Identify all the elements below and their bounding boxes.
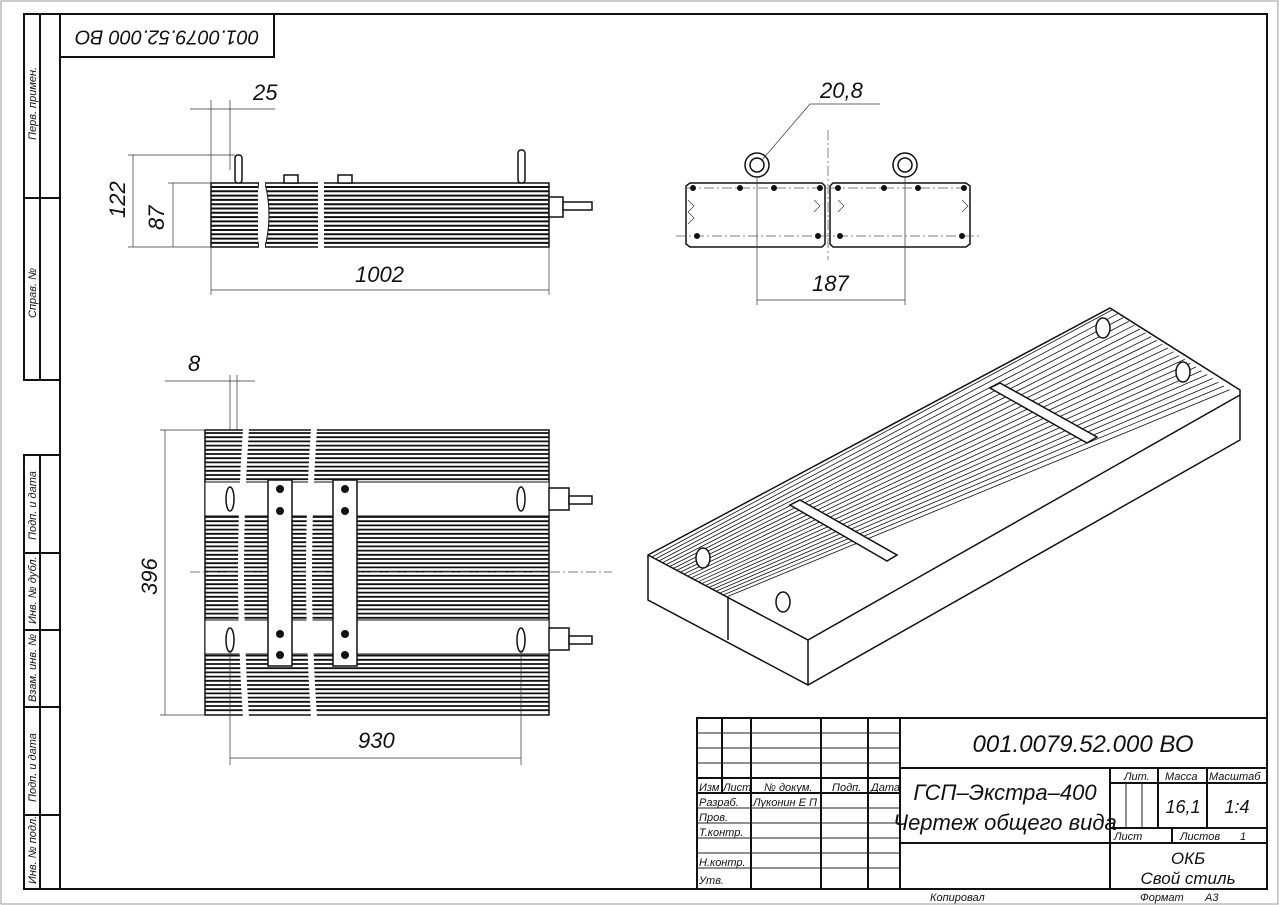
side-dimensions: 187 20,8 xyxy=(756,78,906,305)
format-value: А3 xyxy=(1204,892,1219,904)
role-checker: Пров. xyxy=(699,812,728,824)
role-developer: Разраб. xyxy=(699,797,739,809)
stamp-label: Взам. инв. № xyxy=(27,634,39,702)
eye-bolt xyxy=(234,154,243,184)
front-view xyxy=(210,149,593,250)
org-line2: Свой стиль xyxy=(1140,869,1235,888)
rib-line xyxy=(709,370,1202,588)
mass-value: 16,1 xyxy=(1165,797,1200,817)
dim-bolt-offset: 25 xyxy=(252,80,278,105)
rib-line xyxy=(669,328,1141,567)
rib-line xyxy=(716,378,1213,592)
product-name: ГСП–Экстра–400 xyxy=(913,780,1097,805)
role-norm-control: Н.контр. xyxy=(699,857,746,869)
top-dimensions: 8 396 930 xyxy=(137,351,522,765)
rib-line xyxy=(695,355,1180,580)
rib-line xyxy=(651,309,1113,558)
drawing-type: Чертеж общего вида xyxy=(893,810,1116,835)
rotated-code: 001.0079.52.000 ВО xyxy=(75,26,259,48)
cable-gland xyxy=(548,196,564,218)
lit-label: Лит. xyxy=(1123,771,1150,783)
rib-line xyxy=(698,359,1185,582)
dim-ring-spacing: 187 xyxy=(812,271,849,296)
rib-line xyxy=(727,389,1230,597)
stamp-label: Инв. № подл. xyxy=(27,816,39,884)
iso-bracket xyxy=(788,499,899,562)
scale-value: 1:4 xyxy=(1224,797,1249,817)
org-line1: ОКБ xyxy=(1171,849,1205,868)
left-stamp-column: Перв. примен. Справ. № Подп. и дата Инв.… xyxy=(23,13,61,890)
rib-line xyxy=(659,317,1124,562)
rotated-code-box xyxy=(59,13,275,58)
rib-line xyxy=(677,336,1152,571)
role-tech-control: Т.контр. xyxy=(699,827,743,839)
sheet-label: Лист xyxy=(1113,831,1142,843)
rib-line xyxy=(723,385,1225,595)
header-sign: Подп. xyxy=(832,782,861,794)
dim-height-total: 122 xyxy=(105,181,130,218)
rib-line xyxy=(655,313,1118,560)
header-date: Дата xyxy=(869,782,900,794)
rib-line xyxy=(720,381,1219,594)
rib-line xyxy=(673,332,1146,569)
dim-length: 1002 xyxy=(355,262,404,287)
role-approved: Утв. xyxy=(698,875,724,887)
developer-name: Луконин Е П xyxy=(752,797,817,809)
dim-width: 396 xyxy=(137,558,162,595)
format-label: Формат xyxy=(1140,892,1184,904)
rib-line xyxy=(662,321,1129,563)
document-code: 001.0079.52.000 ВО xyxy=(973,731,1194,758)
rib-line xyxy=(705,366,1197,586)
stamp-label: Подп. и дата xyxy=(27,471,39,540)
isometric-view xyxy=(647,307,1241,686)
rib-line xyxy=(687,347,1169,577)
mass-label: Масса xyxy=(1165,771,1198,783)
rib-line xyxy=(702,362,1191,584)
dim-mount-spacing: 930 xyxy=(358,728,395,753)
dim-rib-width: 8 xyxy=(188,351,201,376)
eye-bolt xyxy=(517,149,526,184)
stamp-label: Справ. № xyxy=(27,268,39,318)
title-block: Изм Лист № докум. Подп. Дата Разраб. Лук… xyxy=(696,717,1268,904)
side-view xyxy=(676,130,980,260)
rib-line xyxy=(713,374,1208,590)
rib-line xyxy=(680,340,1157,573)
copied-label: Копировал xyxy=(930,892,985,904)
rib-line xyxy=(691,351,1174,579)
rib-line xyxy=(666,324,1135,565)
top-view xyxy=(190,427,612,719)
dim-ring-diameter: 20,8 xyxy=(819,78,864,103)
drawing-frame xyxy=(59,13,1268,890)
rib-line xyxy=(684,343,1163,575)
header-doc-no: № докум. xyxy=(764,782,812,794)
stamp-label: Перв. примен. xyxy=(27,67,39,140)
scale-label: Масштаб xyxy=(1209,771,1261,783)
stamp-label: Подп. и дата xyxy=(27,733,39,802)
sheets-count: 1 xyxy=(1240,831,1246,843)
header-izm: Изм xyxy=(699,782,720,794)
sheets-label: Листов xyxy=(1179,831,1220,843)
stamp-label: Инв. № дубл. xyxy=(27,556,39,624)
dim-height-body: 87 xyxy=(144,205,169,230)
header-list: Лист xyxy=(722,782,751,794)
front-dimensions: 25 122 87 1002 xyxy=(105,80,550,295)
iso-bracket xyxy=(988,382,1099,444)
